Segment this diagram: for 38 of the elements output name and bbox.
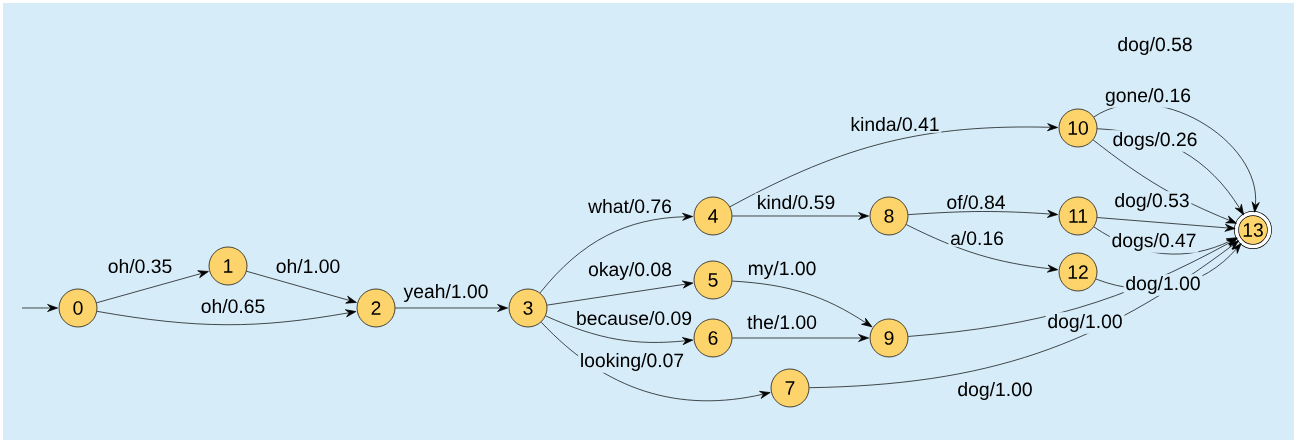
edge-label: oh/1.00 (274, 257, 342, 275)
entry-arrow (21, 304, 58, 312)
edge-label: dogs/0.47 (1109, 231, 1199, 253)
transition-arrow (540, 321, 771, 402)
transition-arrow (96, 309, 357, 326)
edge-label: the/1.00 (745, 313, 819, 331)
edge-label: a/0.16 (948, 229, 1006, 247)
transition-arrow (907, 209, 1058, 218)
edge-label: dogs/0.26 (1110, 130, 1200, 152)
transition-arrow (546, 280, 694, 306)
edge-label: my/1.00 (745, 259, 819, 281)
edge-label: dog/1.00 (1123, 274, 1203, 296)
transition-arrow (246, 270, 357, 304)
transition-arrow (539, 212, 693, 294)
transition-arrow (732, 212, 869, 220)
edge-label: dog/0.58 (1115, 35, 1195, 57)
edge-label: what/0.76 (586, 197, 674, 215)
transition-arrow (732, 334, 869, 342)
edge-label: dog/1.00 (1045, 312, 1125, 334)
edge-label: kinda/0.41 (848, 115, 942, 133)
edge-label: looking/0.07 (578, 351, 686, 373)
transition-arrow (395, 304, 508, 312)
transition-arrow (729, 123, 1058, 208)
edge-label: dog/0.53 (1112, 191, 1192, 213)
transition-arrow (545, 315, 694, 345)
edge-label: dog/1.00 (955, 380, 1035, 402)
edge-label: okay/0.08 (586, 260, 674, 282)
transition-arrow (96, 270, 209, 304)
edge-label: gone/0.16 (1103, 86, 1193, 108)
edge-label: kind/0.59 (755, 193, 837, 211)
edge-label: yeah/1.00 (401, 282, 491, 304)
edge-label: because/0.09 (574, 309, 694, 327)
edge-label: of/0.84 (944, 193, 1008, 211)
edge-label: oh/0.65 (199, 297, 267, 315)
edge-label: oh/0.35 (106, 257, 174, 275)
transition-arrow (905, 224, 1059, 273)
transition-arrow (731, 280, 873, 328)
transition-arrow (1096, 217, 1236, 232)
